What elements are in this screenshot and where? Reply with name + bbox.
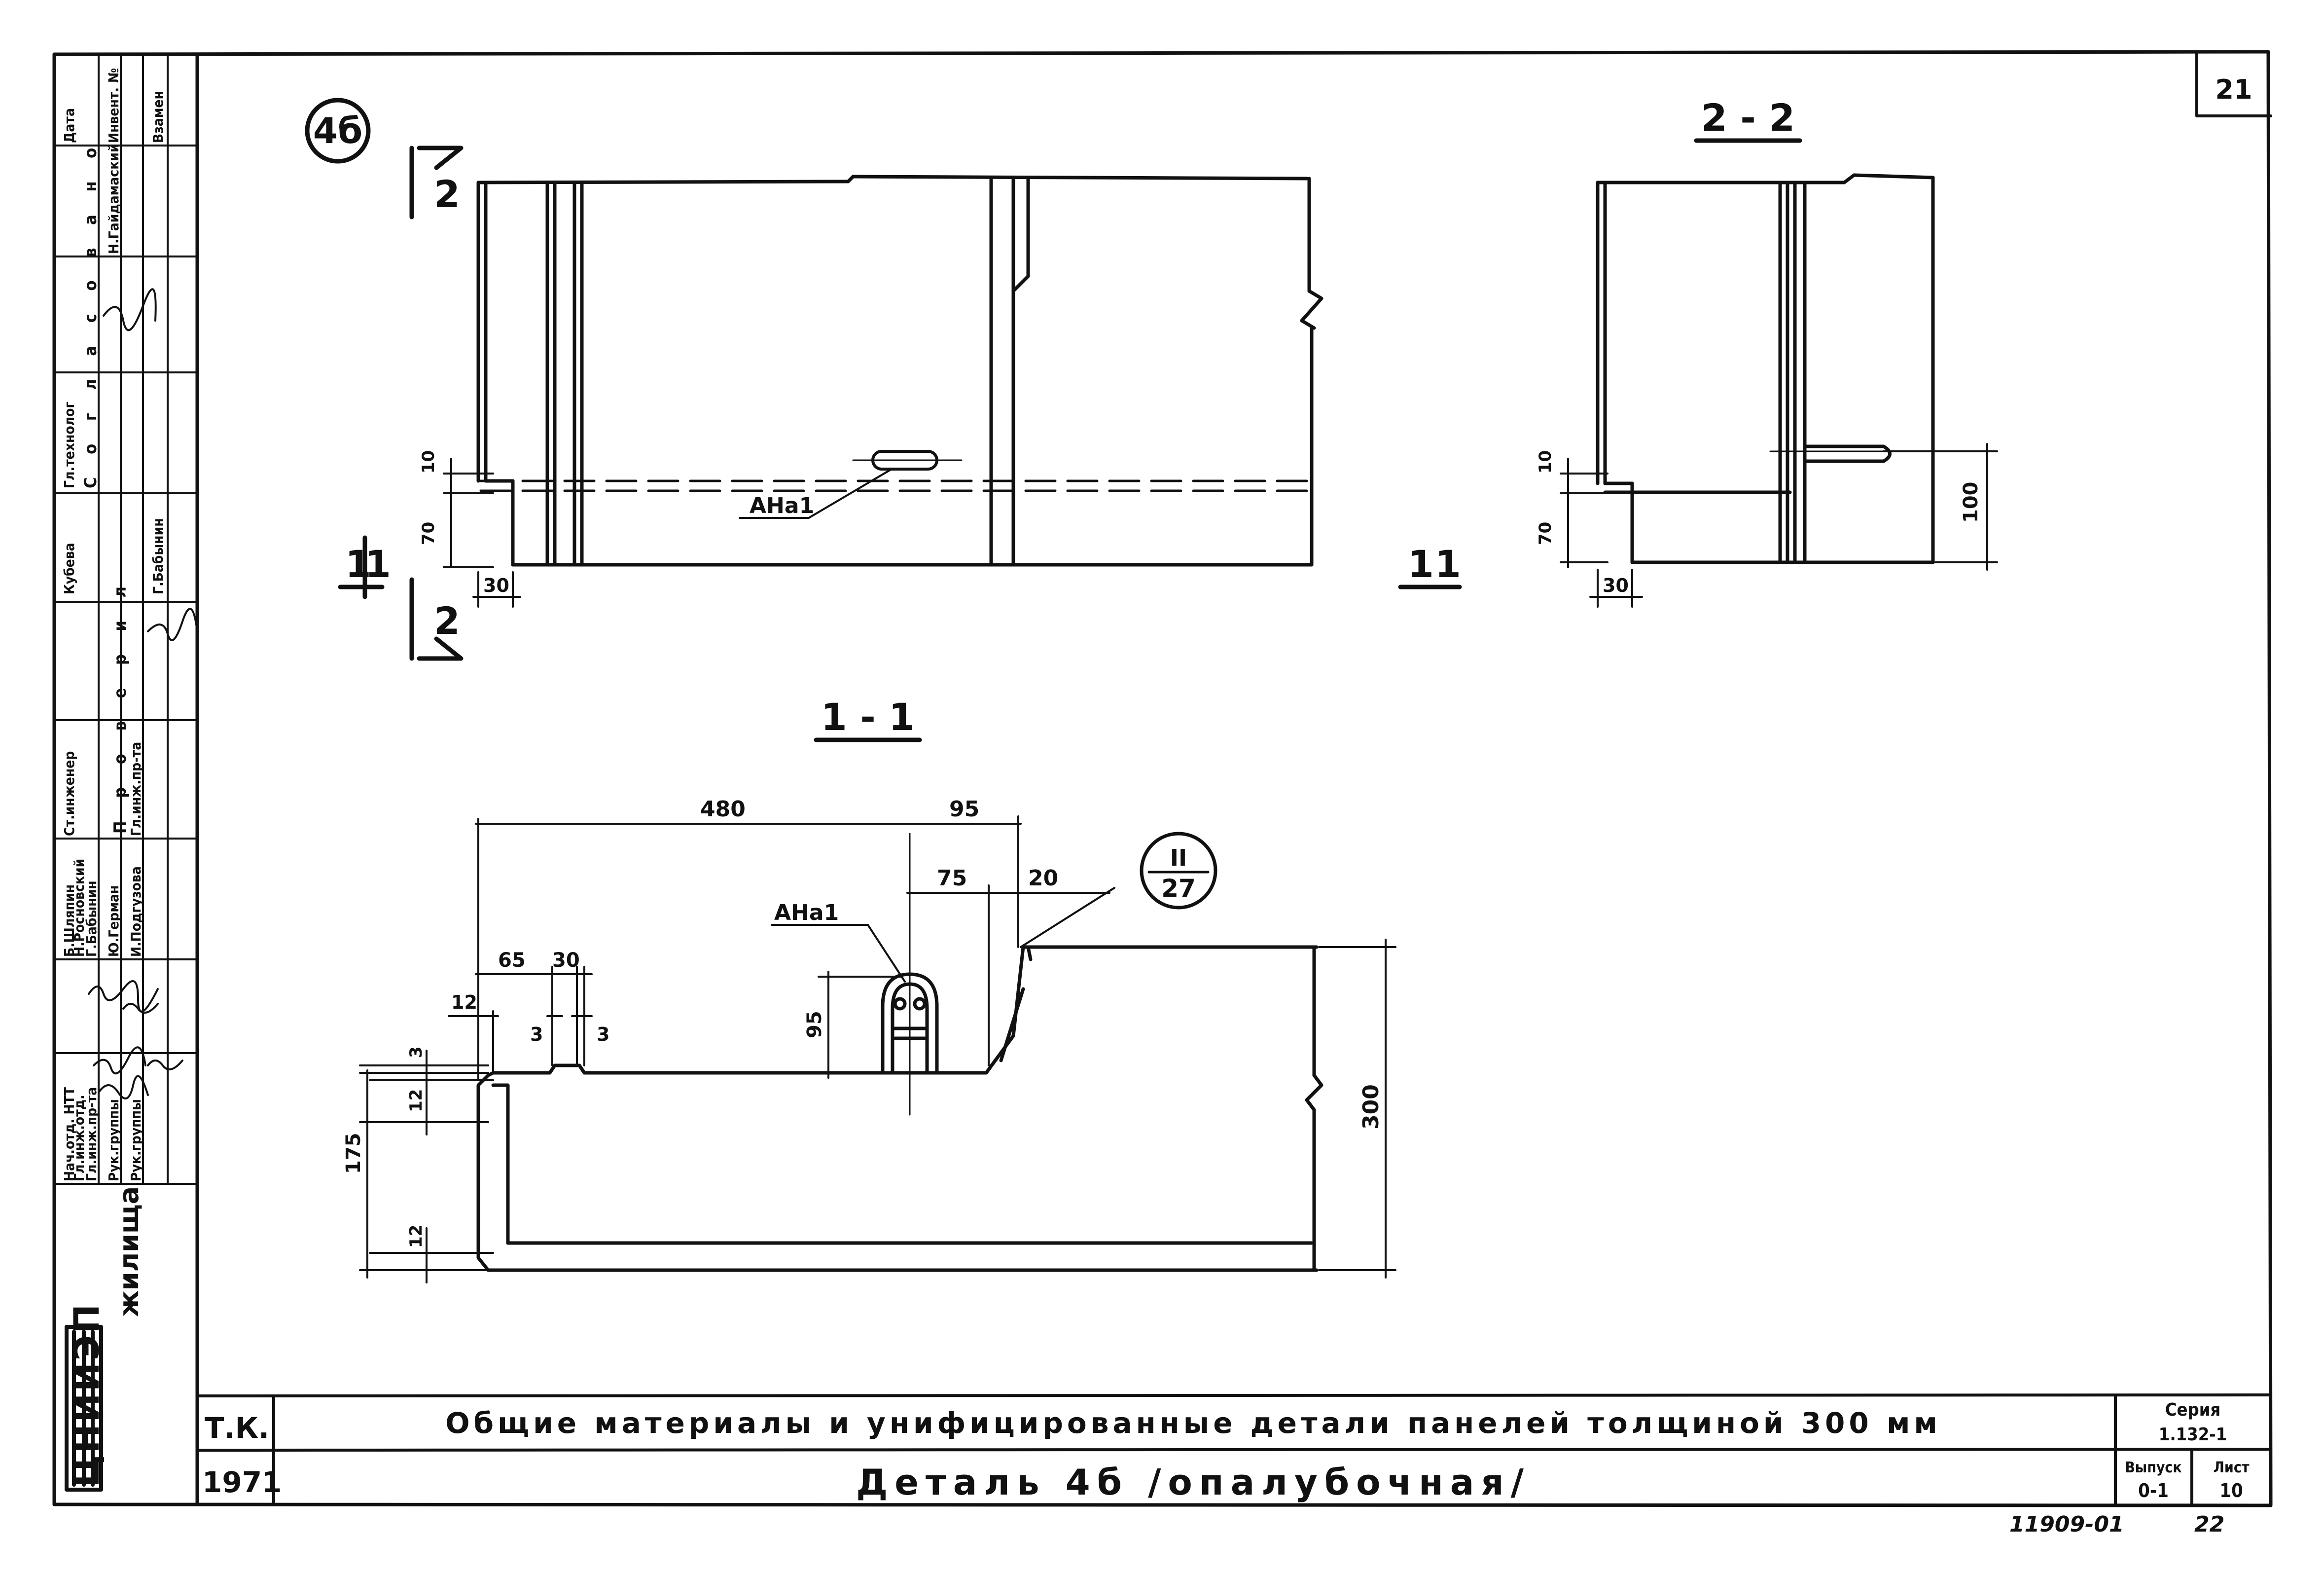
section-22-view <box>1596 173 1935 564</box>
stamp-role-1: Нач.отд. НТТ <box>61 1087 77 1181</box>
signatures <box>88 288 198 1099</box>
title-block <box>196 1393 2272 1507</box>
section-11-dimensions <box>359 815 1396 1283</box>
stamp-role-3: Гл.инж.пр-та <box>83 1087 100 1181</box>
section-22-title: 2 - 2 <box>1701 96 1795 140</box>
dim-s22-100: 100 <box>1960 482 1982 523</box>
stamp-role-2: Гл.инж.отд. <box>71 1095 87 1181</box>
elevation-view <box>476 175 1323 567</box>
dim-65: 65 <box>498 949 526 972</box>
dim-20: 20 <box>1028 866 1058 891</box>
dim-elev-70: 70 <box>419 522 438 545</box>
stamp-strip <box>53 53 198 1185</box>
issue-value: 0-1 <box>2138 1480 2169 1501</box>
page-code: 22 <box>2194 1512 2224 1537</box>
rebar-leader-11 <box>771 924 906 983</box>
stamp-name-2: Н.Росновский <box>71 859 87 957</box>
title-code: Т.К. <box>205 1411 269 1445</box>
section-mark-1-left-b: 1 <box>365 542 391 586</box>
stamp-agreed-header: С о г л а с о в а н о <box>81 139 101 488</box>
section-11-title: 1 - 1 <box>821 695 915 739</box>
section-title-underlines <box>814 138 1802 742</box>
dim-s22-30: 30 <box>1603 575 1629 596</box>
dim-3-right: 3 <box>597 1024 609 1045</box>
org-name: ЦНИИЭП <box>67 1302 107 1487</box>
dim-300: 300 <box>1359 1084 1384 1130</box>
page-number-box <box>2195 50 2272 117</box>
elevation-dimensions <box>443 458 521 608</box>
stamp-check-name: Г.Бабынин <box>150 518 166 594</box>
stamp-name-1: Б.Шляпин <box>61 884 77 957</box>
stamp-role-4: Рук.группы <box>106 1099 122 1181</box>
page-number: 21 <box>2215 74 2252 105</box>
stamp-agreed-name: Н.Гайдамаский <box>106 144 122 254</box>
detail-mark-circle <box>305 98 371 164</box>
sheet-label: Лист <box>2214 1459 2250 1476</box>
section-mark-1-right-b: 1 <box>1435 542 1461 586</box>
sheet-value: 10 <box>2219 1480 2243 1501</box>
dim-12-left: 12 <box>406 1089 426 1112</box>
node-ref-bottom: 27 <box>1161 874 1196 903</box>
sheet-frame <box>52 50 2273 1507</box>
title-line-1: Общие материалы и унифицированные детали… <box>445 1406 1941 1440</box>
section-mark-2-top: 2 <box>434 172 460 216</box>
detail-mark: 4б <box>313 110 362 151</box>
issue-label: Выпуск <box>2125 1459 2182 1476</box>
rebar-label-elevation: АНа1 <box>750 493 814 518</box>
dim-75: 75 <box>937 866 967 891</box>
dim-95-top: 95 <box>949 797 979 822</box>
dim-30-groove: 30 <box>552 949 580 972</box>
section-mark-2-bottom: 2 <box>434 599 460 643</box>
stamp-extra-label: Кубева <box>61 543 77 594</box>
stamp-top-label-3: Взамен <box>150 91 166 143</box>
title-line-2: Деталь 4б /опалубочная/ <box>856 1462 1531 1503</box>
stamp-name-4: Ю.Герман <box>106 885 122 957</box>
section-11-view <box>476 833 1323 1272</box>
section-22-dimensions <box>1560 443 1998 608</box>
dim-3-vert: 3 <box>406 1046 426 1058</box>
dim-elev-30: 30 <box>483 575 509 596</box>
dim-95-vert: 95 <box>803 1011 826 1038</box>
series-label: Серия <box>2165 1400 2220 1420</box>
org-suffix: жилища <box>113 1186 144 1317</box>
stamp-check-role-1: Ст.инженер <box>61 751 77 836</box>
stamp-name-3: Г.Бабынин <box>83 880 100 957</box>
dim-480: 480 <box>700 797 746 822</box>
dim-3-left: 3 <box>530 1024 543 1045</box>
stamp-name-5: И.Подгузова <box>128 866 144 957</box>
dim-175: 175 <box>342 1133 365 1174</box>
section-mark-1-right: 1 <box>1408 542 1434 586</box>
archive-number: 11909-01 <box>2009 1512 2124 1537</box>
stamp-check-header: П р о в е р и л <box>110 578 130 834</box>
stamp-texts: Нач.отд. НТТ Гл.инж.отд. Гл.инж.пр-та Ру… <box>61 68 166 1181</box>
rebar-label-section: АНа1 <box>774 900 839 925</box>
dim-s22-70: 70 <box>1536 522 1555 545</box>
dim-s22-10: 10 <box>1536 450 1555 474</box>
dim-12-top: 12 <box>451 991 477 1013</box>
stamp-check-role-2: Гл.инж.пр-та <box>128 742 144 836</box>
stamp-role-5: Рук.группы <box>128 1099 144 1181</box>
series-value: 1.132-1 <box>2159 1425 2227 1445</box>
org-logo-frame <box>65 1325 103 1492</box>
title-year: 1971 <box>202 1465 282 1499</box>
section-cut-marks <box>338 146 1462 661</box>
stamp-top-label-1: Дата <box>61 108 77 143</box>
node-ref-top: II <box>1170 844 1187 871</box>
stamp-top-label-2: Инвент. № <box>106 68 122 143</box>
stamp-agreed-role: Гл.технолог <box>61 402 77 488</box>
dim-elev-10: 10 <box>419 450 438 474</box>
dim-12-bottom: 12 <box>406 1225 426 1248</box>
section-mark-1-left: 1 <box>345 542 371 586</box>
